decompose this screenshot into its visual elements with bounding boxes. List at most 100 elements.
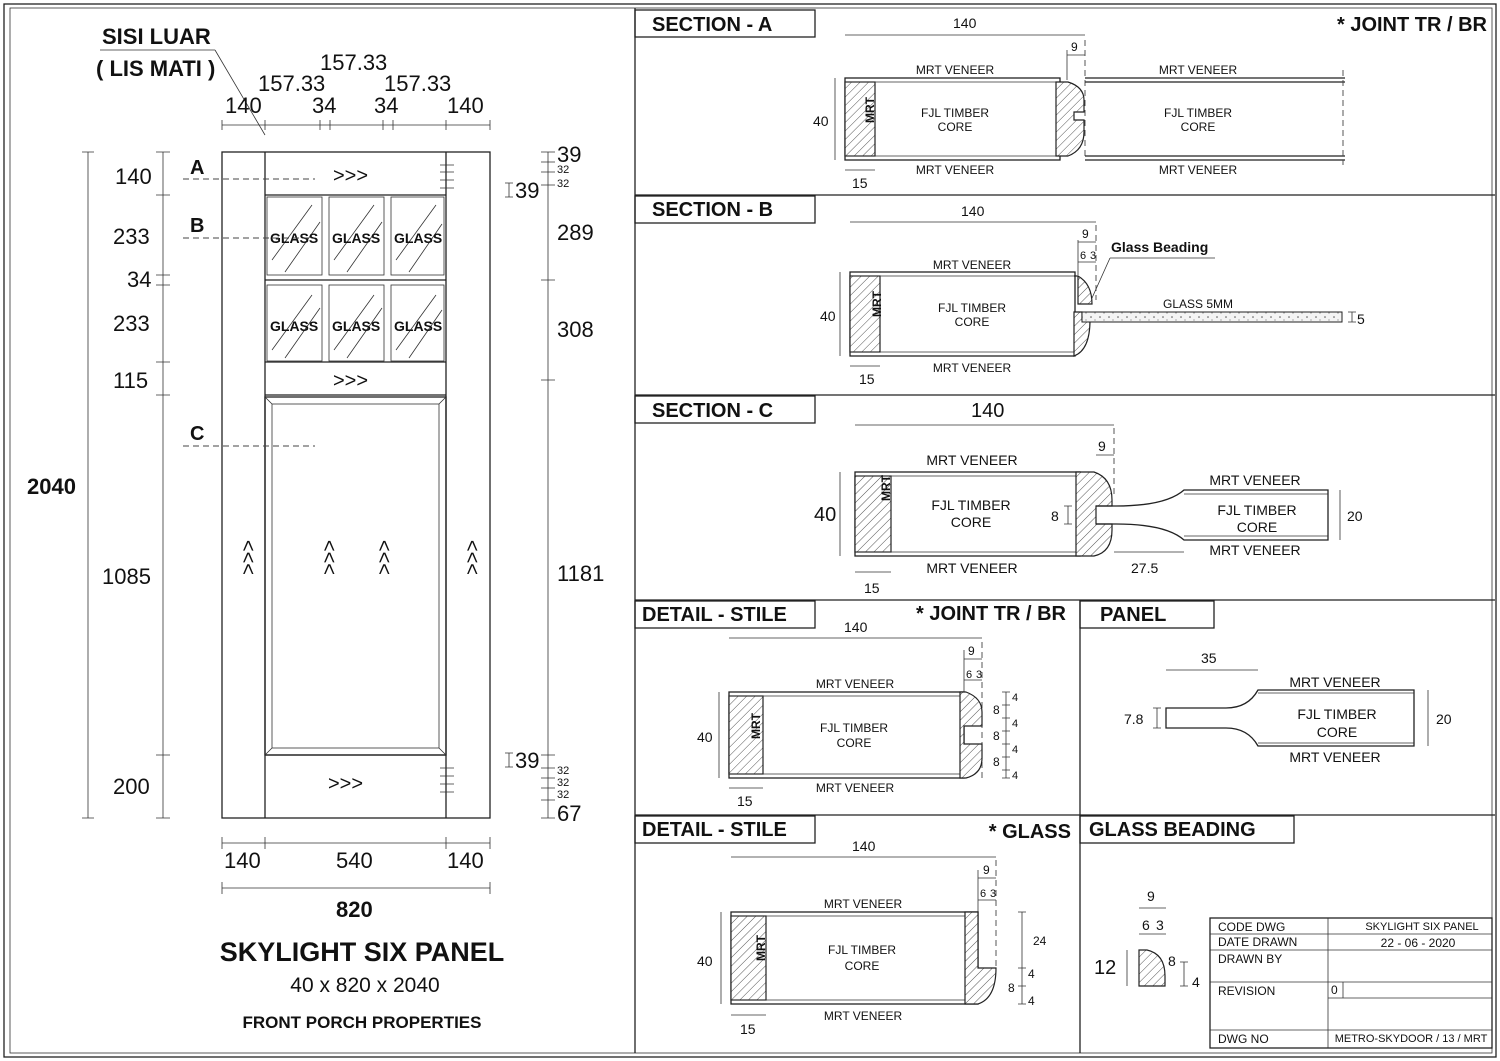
dim: 40 — [820, 308, 836, 324]
dim: 8 — [1051, 508, 1059, 524]
section-a-title: SECTION - A — [652, 14, 772, 36]
dim: 9 — [1147, 888, 1155, 904]
grain-arrow-icon: >>> >>> >>> >>> — [238, 540, 484, 575]
side-dim: 8 — [993, 729, 1000, 743]
glass-beading-detail: GLASS BEADING 9 6 3 12 8 4 — [1079, 815, 1295, 990]
side-dim: 4 — [1012, 744, 1018, 756]
dim-top-upper: 157.33 — [384, 71, 451, 96]
mrt-label: MRT — [749, 712, 763, 739]
section-a: SECTION - A * JOINT TR / BR 140 9 MRT MR… — [634, 9, 1488, 191]
dim-top-upper: 157.33 — [320, 50, 387, 75]
dim: 140 — [953, 15, 977, 31]
core-label: FJL TIMBER — [1217, 502, 1296, 518]
dim-left: 233 — [113, 311, 150, 336]
dim: 40 — [697, 729, 713, 745]
dim: 4 — [1028, 994, 1035, 1008]
core-label: CORE — [951, 514, 991, 530]
detail-stile-glass-note: * GLASS — [989, 821, 1071, 843]
svg-text:>>>: >>> — [238, 540, 260, 575]
mrt-label: MRT — [870, 290, 884, 317]
core-label: CORE — [1181, 120, 1216, 134]
veneer-label: MRT VENEER — [1289, 674, 1380, 690]
dim: 15 — [740, 1021, 756, 1037]
veneer-label: MRT VENEER — [1209, 472, 1300, 488]
dim: 140 — [844, 619, 868, 635]
veneer-label: MRT VENEER — [1289, 749, 1380, 765]
mrt-label: MRT — [863, 96, 877, 123]
veneer-label: MRT VENEER — [824, 1009, 903, 1023]
dim-top-upper: 157.33 — [258, 71, 325, 96]
glass-label: GLASS — [332, 318, 380, 334]
drawn-by-label: DRAWN BY — [1218, 952, 1282, 966]
sisi-luar-label: SISI LUAR — [102, 24, 211, 49]
dim-right: 67 — [557, 801, 581, 826]
side-dim: 4 — [1012, 770, 1018, 782]
panel-title: PANEL — [1100, 604, 1166, 626]
core-label: CORE — [1317, 724, 1357, 740]
date-drawn-label: DATE DRAWN — [1218, 935, 1297, 949]
dim: 7.8 — [1124, 711, 1144, 727]
core-label: CORE — [845, 959, 880, 973]
detail-stile-glass-title: DETAIL - STILE — [642, 819, 787, 841]
dim: 27.5 — [1131, 560, 1158, 576]
veneer-label: MRT VENEER — [916, 63, 995, 77]
veneer-label: MRT VENEER — [933, 258, 1012, 272]
mrt-label: MRT — [754, 934, 768, 961]
dim: 140 — [971, 400, 1004, 422]
dim-left: 140 — [115, 164, 152, 189]
glass-panes: GLASS GLASS GLASS GLASS GLASS GLASS — [266, 196, 445, 362]
glass-label: GLASS — [332, 230, 380, 246]
section-a-note: * JOINT TR / BR — [1337, 14, 1488, 36]
side-dim: 8 — [993, 755, 1000, 769]
core-label: CORE — [837, 736, 872, 750]
glass-beading-label: Glass Beading — [1111, 239, 1208, 255]
dim-bottom: 140 — [224, 848, 261, 873]
dim: 140 — [852, 838, 876, 854]
dim: 5 — [1357, 311, 1365, 327]
dim: 9 — [1082, 227, 1089, 241]
dim-right: 39 — [515, 748, 539, 773]
svg-text:>>>: >>> — [319, 540, 341, 575]
dim: 15 — [859, 371, 875, 387]
dim-right: 32 — [557, 765, 569, 777]
detail-stile-joint-note: * JOINT TR / BR — [916, 603, 1067, 625]
section-b: SECTION - B 140 9 6 3 Glass Beading GLAS… — [634, 195, 1365, 387]
core-label: CORE — [1237, 519, 1277, 535]
side-dim: 4 — [1012, 718, 1018, 730]
dim-right: 289 — [557, 220, 594, 245]
code-dwg-label: CODE DWG — [1218, 920, 1285, 934]
dim: 6 — [966, 669, 972, 681]
overall-height: 2040 — [27, 474, 76, 499]
side-dim: 8 — [993, 703, 1000, 717]
dim: 9 — [1098, 438, 1106, 454]
dim-left: 1085 — [102, 564, 151, 589]
revision-label: REVISION — [1218, 984, 1275, 998]
veneer-label: MRT VENEER — [816, 781, 895, 795]
detail-stile-glass: DETAIL - STILE * GLASS 140 9 6 3 MRT MRT… — [634, 815, 1071, 1037]
dim-top: 140 — [225, 93, 262, 118]
dim-bottom: 540 — [336, 848, 373, 873]
client-name: FRONT PORCH PROPERTIES — [243, 1013, 482, 1032]
dim: 35 — [1201, 650, 1217, 666]
svg-text:>>>: >>> — [462, 540, 484, 575]
dim-right: 39 — [557, 142, 581, 167]
veneer-label: MRT VENEER — [926, 452, 1017, 468]
dim-right: 1181 — [557, 561, 604, 586]
door-size: 40 x 820 x 2040 — [290, 974, 439, 997]
veneer-label: MRT VENEER — [816, 677, 895, 691]
overall-width: 820 — [336, 897, 373, 922]
veneer-label: MRT VENEER — [824, 897, 903, 911]
drawing-title: SKYLIGHT SIX PANEL — [220, 937, 505, 967]
dim: 6 — [1142, 917, 1150, 933]
dim-top: 34 — [312, 93, 336, 118]
section-marker-c: C — [190, 423, 204, 445]
section-marker-b: B — [190, 215, 204, 237]
title-block: CODE DWG SKYLIGHT SIX PANEL DATE DRAWN 2… — [1209, 917, 1493, 1049]
glass-beading-title: GLASS BEADING — [1089, 819, 1256, 841]
dim: 3 — [990, 888, 996, 900]
door-elevation: SISI LUAR ( LIS MATI ) 157.33 157.33 157… — [27, 24, 604, 1032]
sheet-border — [3, 3, 1497, 1058]
glass-5mm-label: GLASS 5MM — [1163, 297, 1233, 311]
core-label: FJL TIMBER — [931, 497, 1010, 513]
dim-right: 308 — [557, 317, 594, 342]
